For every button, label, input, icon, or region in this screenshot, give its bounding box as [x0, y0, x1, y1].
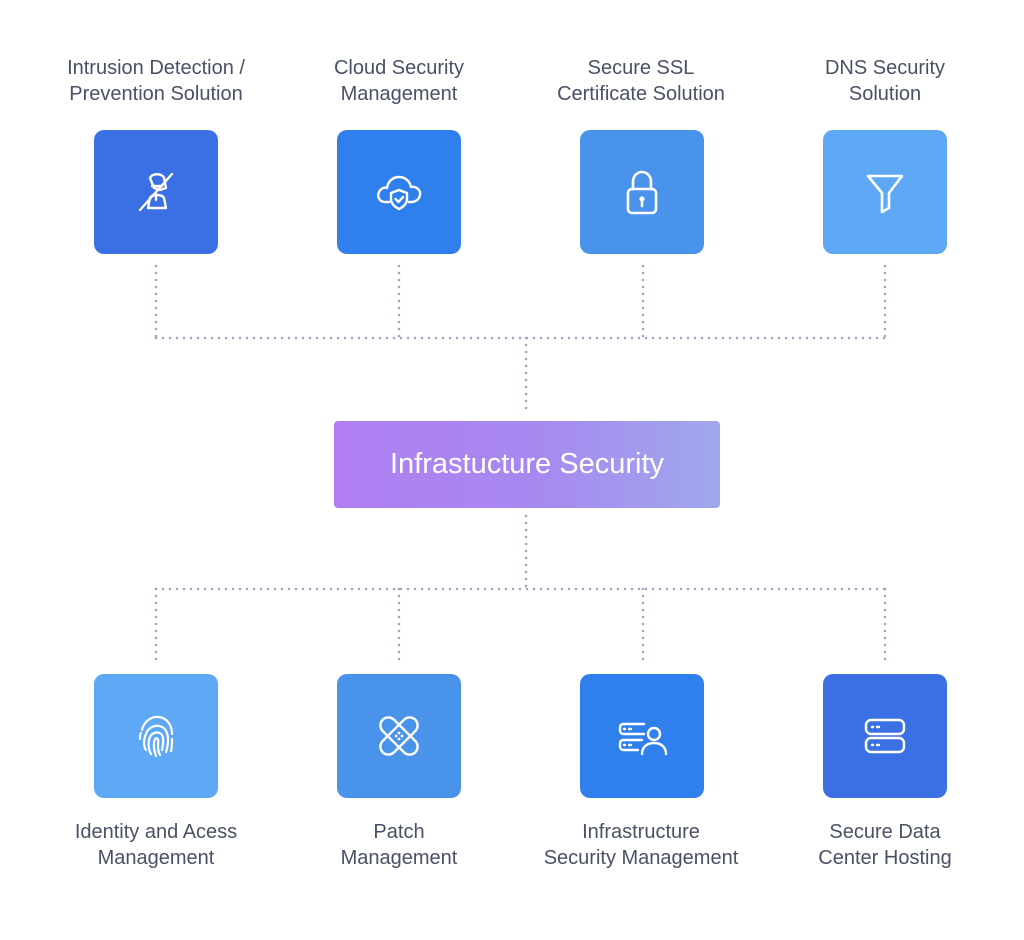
label-line: Security Management	[543, 847, 739, 869]
hacker-blocked-icon	[138, 172, 174, 212]
tile-datacenter	[823, 674, 947, 798]
filter-icon	[866, 174, 904, 214]
label-line: Secure SSL	[587, 57, 695, 79]
bottom-label-infra-mgmt: Infrastructure Security Management	[521, 819, 761, 871]
tile-cloud	[337, 130, 461, 254]
tile-patch	[337, 674, 461, 798]
cloud-shield-icon	[377, 175, 422, 211]
top-label-dns: DNS Security Solution	[765, 55, 1005, 107]
center-title: Infrastucture Security	[390, 448, 664, 480]
label-line: Prevention Solution	[69, 83, 243, 105]
label-line: Intrusion Detection /	[67, 57, 245, 79]
top-label-intrusion: Intrusion Detection / Prevention Solutio…	[36, 55, 276, 107]
tile-ssl	[580, 130, 704, 254]
tile-dns	[823, 130, 947, 254]
label-line: Identity and Acess	[74, 821, 238, 843]
fingerprint-icon	[138, 715, 174, 758]
label-line: Management	[340, 83, 458, 105]
label-line: Solution	[848, 83, 922, 105]
label-line: DNS Security	[824, 57, 946, 79]
tile-intrusion	[94, 130, 218, 254]
tile-infra-mgmt	[580, 674, 704, 798]
label-line: Infrastructure	[582, 821, 700, 843]
label-line: Cloud Security	[333, 57, 465, 79]
bottom-label-datacenter: Secure Data Center Hosting	[765, 819, 1005, 871]
server-stack-icon	[864, 718, 906, 754]
tile-identity	[94, 674, 218, 798]
top-label-cloud: Cloud Security Management	[279, 55, 519, 107]
bottom-label-identity: Identity and Acess Management	[36, 819, 276, 871]
top-label-ssl: Secure SSL Certificate Solution	[521, 55, 761, 107]
label-line: Management	[97, 847, 215, 869]
label-line: Patch	[373, 821, 425, 843]
center-node: Infrastucture Security	[334, 421, 720, 508]
bottom-label-patch: Patch Management	[279, 819, 519, 871]
label-line: Management	[340, 847, 458, 869]
server-user-icon	[618, 722, 668, 756]
label-line: Center Hosting	[818, 847, 952, 869]
label-line: Certificate Solution	[557, 83, 725, 105]
padlock-icon	[626, 170, 658, 215]
label-line: Secure Data	[829, 821, 941, 843]
bandage-icon	[379, 716, 419, 756]
